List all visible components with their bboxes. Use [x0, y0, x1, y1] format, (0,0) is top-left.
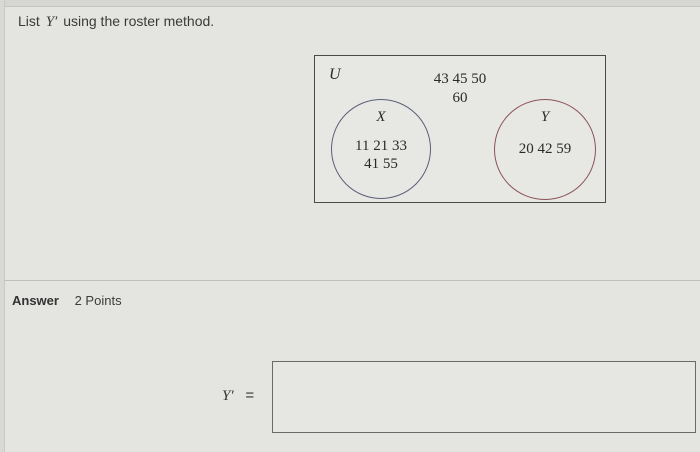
- top-border: [0, 0, 700, 7]
- outside-elements-line1: 43 45 50: [433, 71, 487, 87]
- answer-variable: Y′: [222, 388, 234, 404]
- universe-label: U: [329, 66, 341, 83]
- set-x-elements-line2: 41 55: [364, 156, 398, 172]
- answer-header: Answer 2 Points: [12, 293, 122, 308]
- set-x-circle: X 11 21 33 41 55: [331, 99, 431, 199]
- question-variable: Y′: [45, 14, 58, 30]
- set-x-elements: 11 21 33 41 55: [332, 137, 430, 173]
- question-suffix: using the roster method.: [63, 13, 215, 29]
- venn-diagram: U 43 45 50 60 X 11 21 33 41 55 Y 20 42 5…: [314, 55, 606, 203]
- answer-input[interactable]: [272, 361, 696, 433]
- question-prefix: List: [18, 13, 40, 29]
- equals-sign: =: [245, 387, 255, 404]
- set-x-label: X: [376, 109, 386, 125]
- outside-elements-line2: 60: [452, 90, 468, 106]
- question-prompt: List Y′ using the roster method.: [18, 13, 214, 31]
- points-label: 2 Points: [74, 293, 122, 308]
- set-y-circle: Y 20 42 59: [494, 99, 596, 200]
- outside-elements: 43 45 50 60: [425, 70, 495, 108]
- set-x-elements-line1: 11 21 33: [355, 138, 407, 154]
- answer-input-label: Y′ =: [222, 387, 254, 405]
- section-divider: [4, 280, 700, 281]
- set-y-label: Y: [540, 109, 550, 125]
- left-border: [0, 0, 5, 452]
- answer-label: Answer: [12, 293, 59, 308]
- set-y-elements: 20 42 59: [518, 141, 572, 157]
